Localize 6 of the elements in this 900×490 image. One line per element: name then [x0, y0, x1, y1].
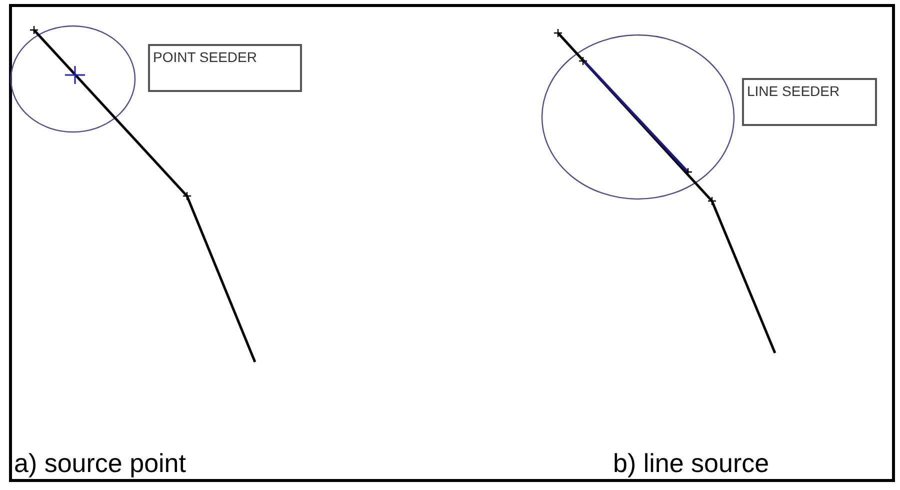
box-label: POINT SEEDER — [153, 50, 257, 64]
label-box — [742, 78, 877, 126]
box-label: LINE SEEDER — [747, 84, 840, 98]
panel-caption: a) source point — [14, 448, 186, 479]
panel-caption: b) line source — [613, 448, 770, 479]
label-box — [148, 44, 302, 92]
